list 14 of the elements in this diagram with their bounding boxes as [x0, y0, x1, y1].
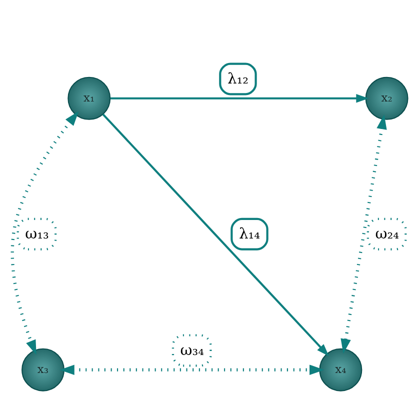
- edge-label: ω₂₄: [375, 226, 399, 243]
- arrow: [110, 94, 369, 103]
- arrow: [102, 114, 329, 356]
- node-circle: x₁: [68, 76, 111, 120]
- arrow: [340, 114, 387, 354]
- edge-label: λ₁₄: [239, 226, 260, 243]
- node-circle: x₃: [22, 348, 64, 392]
- edge-label: ω₃₄: [180, 342, 204, 359]
- arrow: [10, 111, 79, 355]
- arrow: [60, 364, 324, 375]
- node-circle: x₄: [319, 348, 362, 392]
- edge-label: λ₁₂: [227, 70, 249, 88]
- edge-label: ω₁₃: [25, 226, 49, 243]
- node-circle: x₂: [365, 76, 408, 120]
